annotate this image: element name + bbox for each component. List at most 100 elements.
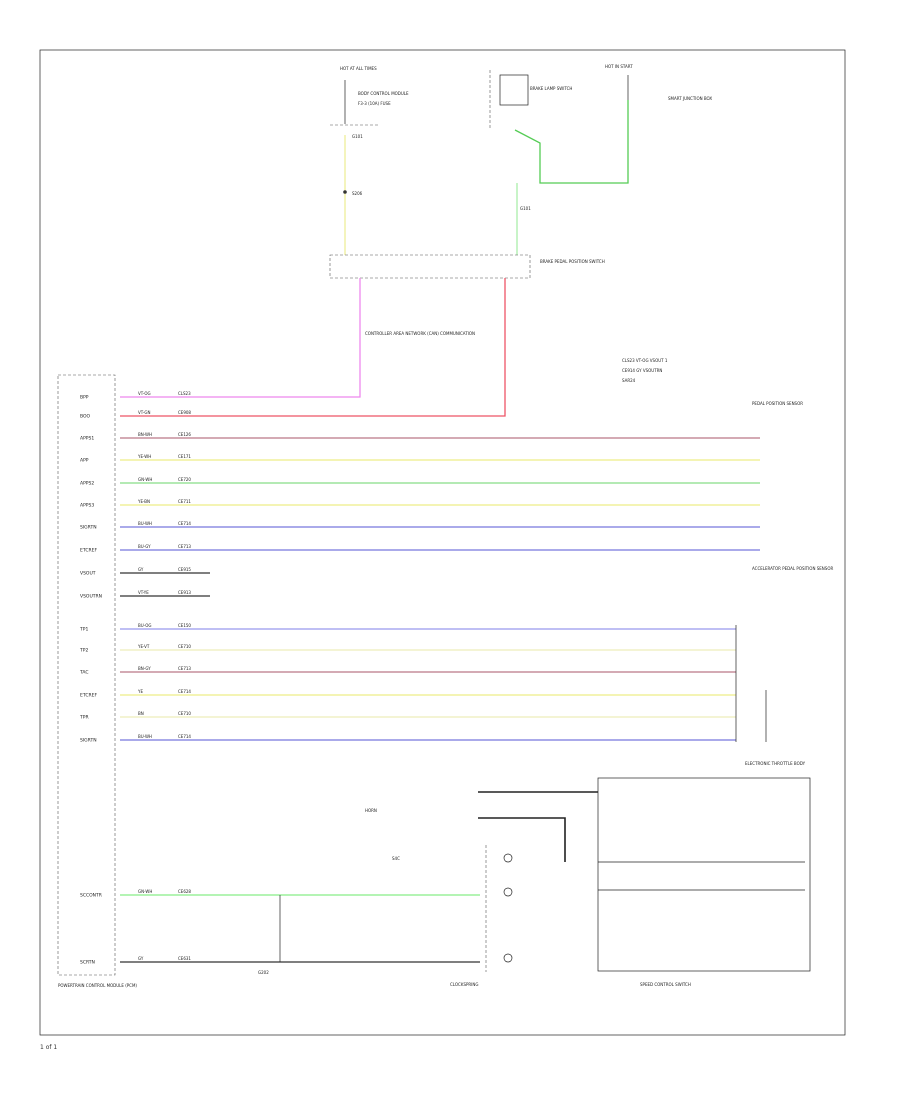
fuse-right-label: HOT IN START <box>605 64 633 69</box>
wire-code: GY <box>138 956 144 961</box>
pin-label: SCCONTR <box>80 893 102 899</box>
pin-label: VSOUT <box>80 571 96 577</box>
circuit-code: CE631 <box>178 956 191 961</box>
clockspring-connector-2 <box>503 887 513 897</box>
clockspring-connector-1 <box>503 853 513 863</box>
wire-top-green <box>514 100 629 184</box>
circuit-code: CE720 <box>178 477 191 482</box>
pin-label: APPS1 <box>80 436 94 442</box>
wire-code: YE-BN <box>137 499 150 504</box>
wire-code: GN-WH <box>138 889 152 894</box>
wire-code: BU-WH <box>138 734 152 739</box>
pin-row: ETCREF YE CE714 <box>80 689 736 699</box>
wire-code: BU-WH <box>138 521 152 526</box>
throttle-label: ELECTRONIC THROTTLE BODY <box>745 761 806 766</box>
splice-dot <box>343 190 347 194</box>
circuit-code: CE913 <box>178 590 191 595</box>
circuit-code: CE714 <box>178 521 191 526</box>
clockspring-connector-3 <box>503 953 513 963</box>
pin-label: APP <box>80 458 89 464</box>
pin-label: TP1 <box>79 627 88 633</box>
pin-label: SCRTN <box>80 960 95 966</box>
sensor2-label: ACCELERATOR PEDAL POSITION SENSOR <box>752 566 833 571</box>
pcm-title: POWERTRAIN CONTROL MODULE (PCM) <box>58 983 137 988</box>
legend-1: CLS23 VT-OG VSOUT 1 <box>622 358 668 363</box>
fuse-detail: F3-3 (10A) FUSE <box>358 101 391 106</box>
pin-label: SIGRTN <box>80 738 97 744</box>
clockspring-label: CLOCKSPRING <box>450 982 478 987</box>
wire-red-boo <box>120 278 506 417</box>
circuit-code: CE150 <box>178 623 191 628</box>
wire-code: BU-OG <box>138 623 151 628</box>
wire-code: BN <box>138 711 144 716</box>
junction-label: S206 <box>352 191 363 196</box>
wire-code: YE-VT <box>137 644 150 649</box>
fuse-label: HOT AT ALL TIMES <box>340 66 377 71</box>
pin-label: APPS2 <box>80 481 94 487</box>
legend-2: CE914 GY VSOUTRN <box>622 368 662 373</box>
bpp-switch-box <box>329 254 531 279</box>
fuse-box-label: BODY CONTROL MODULE <box>358 91 409 96</box>
circuit-code: CE713 <box>178 544 191 549</box>
brake-lamp-switch-box <box>499 74 529 106</box>
circuit-code: CE171 <box>178 454 191 459</box>
wire-code: YE <box>137 689 143 694</box>
wire-code: VT-GN <box>138 410 151 415</box>
pin-row: SCRTN GY CE631 <box>80 956 480 966</box>
pin-row: VSOUT GY CE915 <box>80 567 210 577</box>
pcm-box <box>57 374 116 976</box>
pin-row: APPS2 GN-WH CE720 <box>80 477 760 487</box>
sensor1-label: PEDAL POSITION SENSOR <box>752 401 803 406</box>
wire-pink-bpp <box>120 278 361 398</box>
wire-code: VT-OG <box>138 391 151 396</box>
pin-label: TP2 <box>79 648 88 654</box>
top-section: HOT AT ALL TIMES BODY CONTROL MODULE F3-… <box>329 64 712 336</box>
circuit-code: CE713 <box>178 666 191 671</box>
circuit-code: CE710 <box>178 644 191 649</box>
page-number: 1 of 1 <box>40 1044 58 1051</box>
speed-control-switch-box <box>597 777 811 972</box>
legend-3: SAR24 <box>622 378 636 383</box>
ground-label: G101 <box>352 134 363 139</box>
splice-label: G202 <box>258 970 269 975</box>
speed-control-switch-label: SPEED CONTROL SWITCH <box>640 982 691 987</box>
pin-label: ETCREF <box>80 693 97 699</box>
bpp-switch-label: BRAKE PEDAL POSITION SWITCH <box>540 259 605 264</box>
wire-code: VT-YE <box>138 590 149 595</box>
wire-code: BN-GY <box>138 666 151 671</box>
wire-horn-2 <box>478 817 566 862</box>
diagram-frame <box>39 49 846 1036</box>
wire-code: GY <box>138 567 144 572</box>
wire-code: GN-WH <box>138 477 152 482</box>
pin-row: SCCONTR GN-WH CE628 <box>80 889 480 899</box>
pin-row: APP YE-WH CE171 <box>80 454 760 464</box>
horn-label: HORN <box>365 808 377 813</box>
can-note: CONTROLLER AREA NETWORK (CAN) COMMUNICAT… <box>365 331 475 336</box>
pin-label: TPR <box>79 715 89 721</box>
brake-splice-label: G101 <box>520 206 531 211</box>
wire-code: YE-WH <box>137 454 151 459</box>
pin-row: BPP VT-OG CLS23 <box>80 391 191 401</box>
circuit-code: CE714 <box>178 689 191 694</box>
wire-code: BN-WH <box>138 432 152 437</box>
pin-label: APPS3 <box>80 503 94 509</box>
pin-label: BPP <box>80 395 89 401</box>
wire-code: BU-GY <box>138 544 151 549</box>
pin-row: TP2 YE-VT CE710 <box>79 644 736 654</box>
circuit-code: CE628 <box>178 889 191 894</box>
circuit-code: CLS23 <box>178 391 191 396</box>
circuit-code: CE915 <box>178 567 191 572</box>
switch-box-label: BRAKE LAMP SWITCH <box>530 86 572 91</box>
fuse-right-box: SMART JUNCTION BOX <box>668 96 712 101</box>
junction2-label: S4C <box>392 856 400 861</box>
